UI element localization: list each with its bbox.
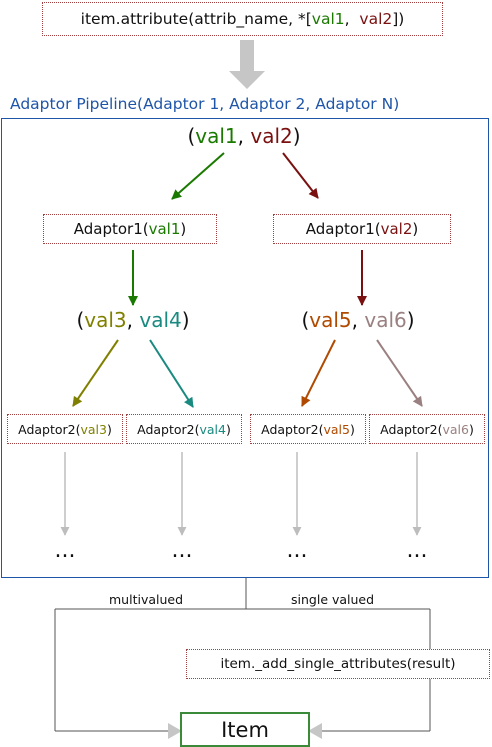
ellipsis-1: ... [54,538,76,563]
adaptor2-val4-close: ) [225,421,231,437]
add-single-attributes-box: item._add_single_attributes(result) [186,649,490,679]
multivalued-label: multivalued [109,592,184,607]
arrow-single-into-item [308,723,322,739]
adaptor1-left-arg: val1 [148,220,181,238]
tuple1-val1: val1 [195,124,238,148]
adaptor2-val4-name: Adaptor2( [137,421,200,437]
call-val2: val2 [359,10,393,28]
tuple-left-close: ) [181,308,190,332]
tuple-left-comma: , [126,308,140,332]
tuple-val5-val6: (val5, val6) [301,308,414,332]
tuple-right-val6: val6 [364,308,407,332]
arrow-val1-to-adaptor1 [171,152,225,200]
tuple-left-open: ( [76,308,85,332]
adaptor2-val5-box: Adaptor2(val5) [250,414,366,444]
arrow-val3-to-adaptor2 [72,339,119,407]
adaptor1-left-name: Adaptor1( [73,220,149,238]
tuple1-comma: , [237,124,251,148]
call-val1: val1 [311,10,345,28]
single-valued-label: single valued [291,592,375,607]
adaptor2-val3-close: ) [106,421,112,437]
item-label: Item [221,717,269,742]
tuple-right-val5: val5 [309,308,352,332]
adaptor2-val4-box: Adaptor2(val4) [126,414,242,444]
adaptor1-right-close: ) [412,220,419,238]
item-box: Item [180,712,310,747]
tuple-right-close: ) [406,308,415,332]
ellipsis-2: ... [171,538,193,563]
adaptor2-val4-arg: val4 [199,421,226,437]
add-single-attributes-text: item._add_single_attributes(result) [220,656,456,672]
adaptor2-val3-box: Adaptor2(val3) [7,414,123,444]
arrow-val5-to-adaptor2 [301,339,336,407]
attribute-call-box: item.attribute(attrib_name, *[val1, val2… [42,2,443,36]
ellipsis-3: ... [286,538,308,563]
big-down-arrow [229,40,265,89]
adaptor1-right-name: Adaptor1( [305,220,381,238]
tuple1-close: ) [292,124,301,148]
adaptor2-val6-name: Adaptor2( [380,421,443,437]
ellipsis-4: ... [406,538,428,563]
call-sep: , [344,10,360,28]
arrow-val2-to-adaptor1 [282,152,319,199]
pipeline-title: Adaptor Pipeline(Adaptor 1, Adaptor 2, A… [10,95,400,113]
adaptor2-val6-arg: val6 [442,421,469,437]
arrow-val6-to-adaptor2 [376,339,423,407]
arrow-multivalued-into-item [168,723,182,739]
adaptor2-val5-arg: val5 [323,421,350,437]
tuple1-open: ( [187,124,196,148]
adaptor2-val5-close: ) [349,421,355,437]
adaptor1-right-arg: val2 [380,220,413,238]
tuple-right-open: ( [301,308,310,332]
adaptor2-val3-arg: val3 [80,421,107,437]
adaptor1-val1-box: Adaptor1(val1) [43,214,217,244]
tuple-val1-val2: (val1, val2) [187,124,300,148]
adaptor1-val2-box: Adaptor1(val2) [273,214,451,244]
arrow-val4-to-adaptor2 [149,339,194,408]
tuple-right-comma: , [351,308,365,332]
adaptor2-val6-box: Adaptor2(val6) [369,414,485,444]
tuple1-val2: val2 [250,124,293,148]
tuple-left-val4: val4 [139,308,182,332]
tuple-left-val3: val3 [84,308,127,332]
adaptor1-left-close: ) [180,220,187,238]
adaptor2-val3-name: Adaptor2( [18,421,81,437]
call-suffix: ]) [392,10,405,28]
adaptor2-val6-close: ) [468,421,474,437]
tuple-val3-val4: (val3, val4) [76,308,189,332]
pipeline-box [1,118,489,578]
call-prefix: item.attribute(attrib_name, *[ [80,10,312,28]
adaptor2-val5-name: Adaptor2( [261,421,324,437]
